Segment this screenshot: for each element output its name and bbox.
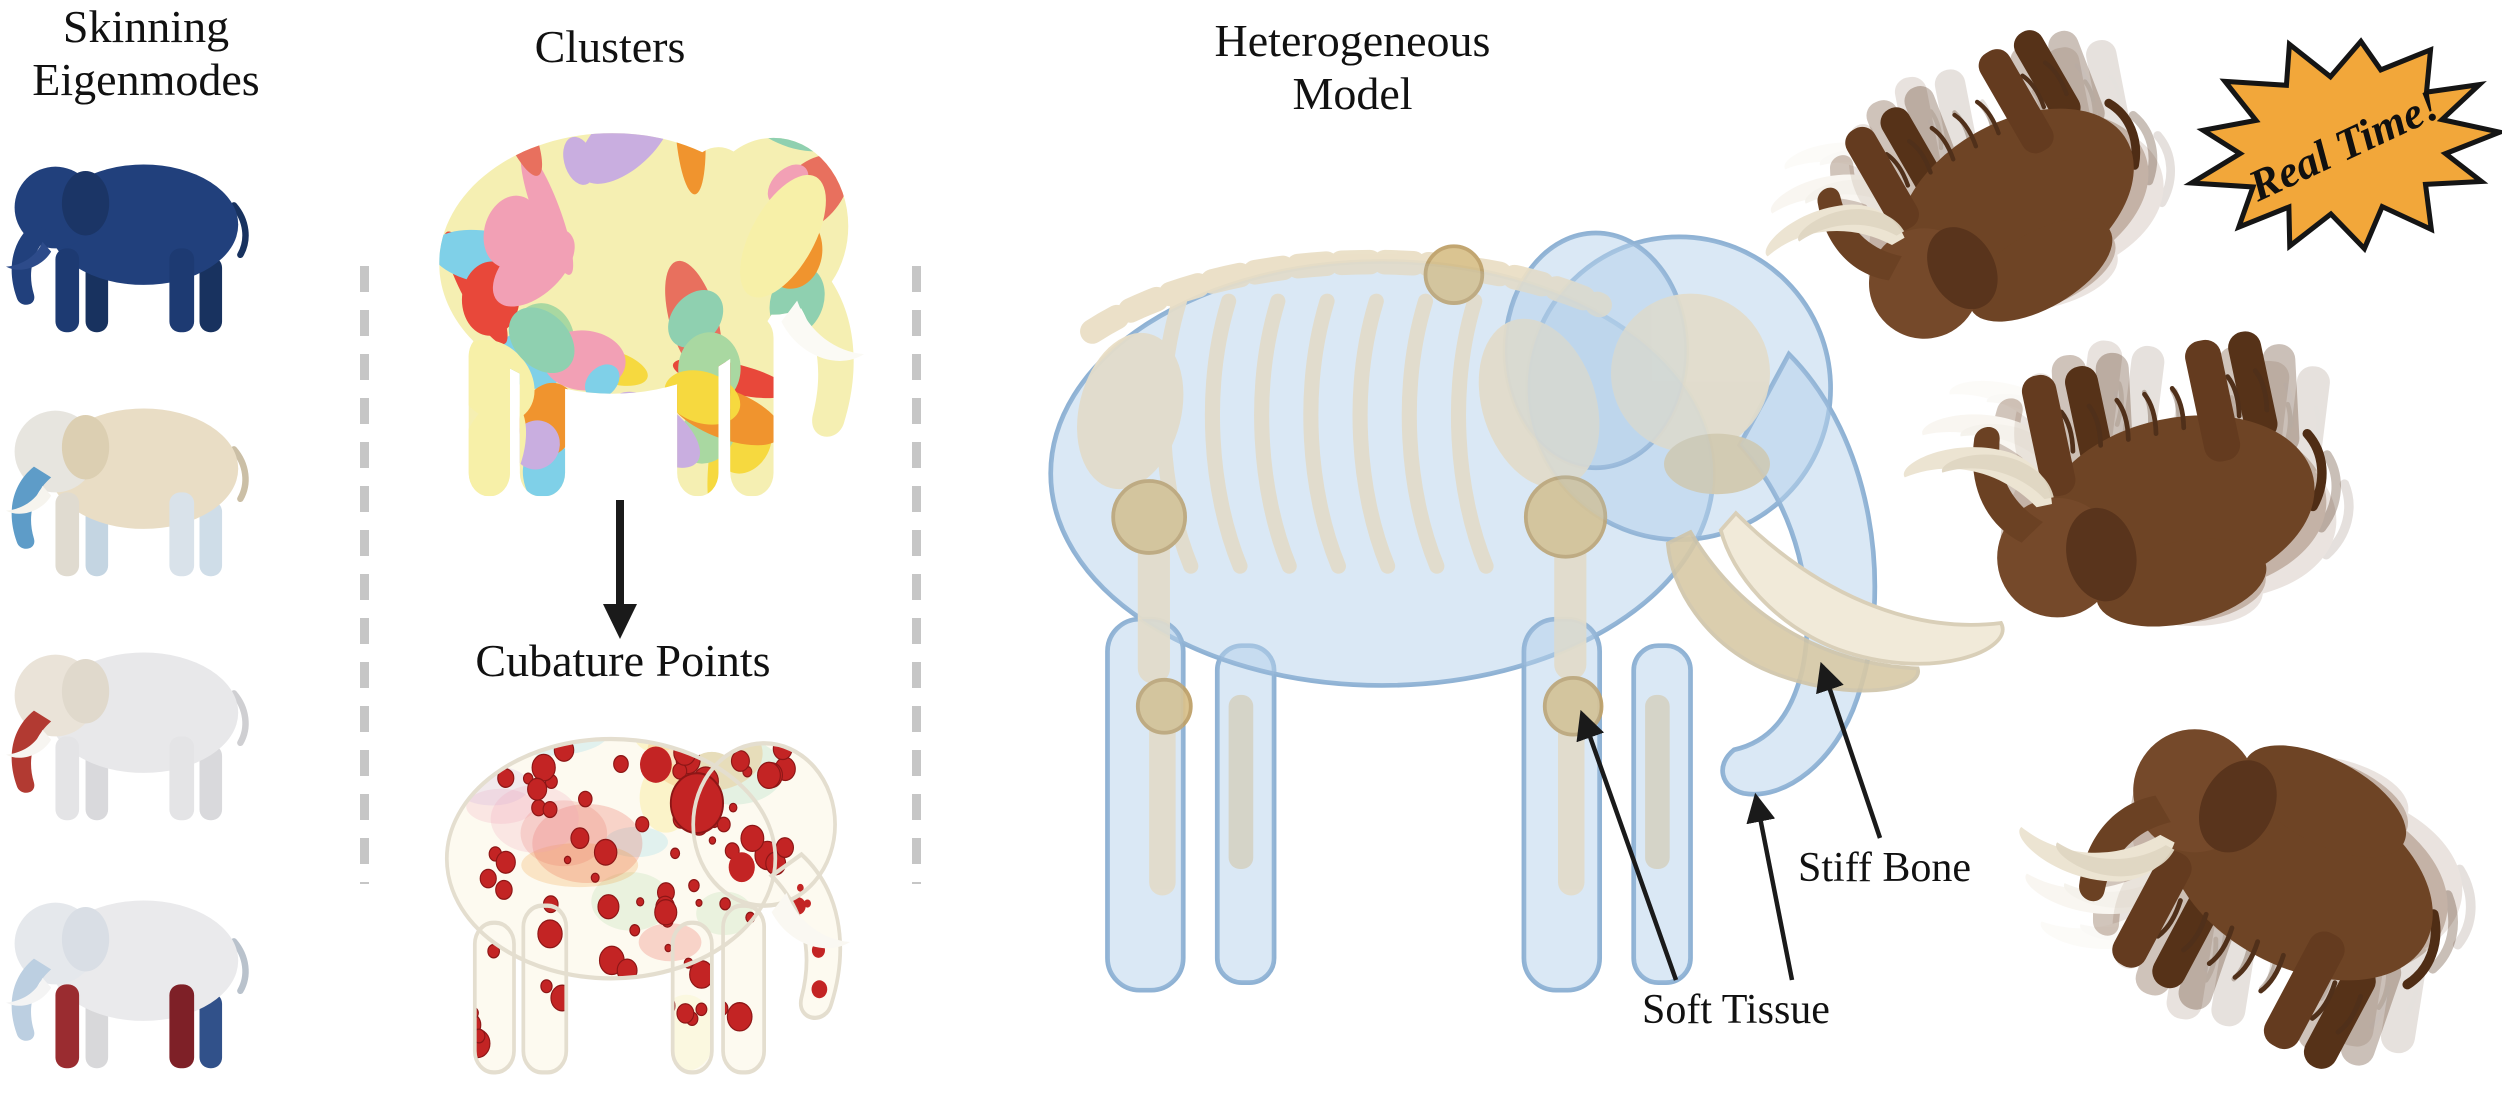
title-skinning-eigenmodes: Skinning Eigenmodes [32, 1, 260, 106]
cubature-points-render [402, 692, 850, 1098]
down-arrow-icon [598, 496, 642, 642]
mammoth-sim-top [1752, 26, 2188, 374]
eigenmode-3-render [6, 612, 264, 850]
eigenmode-4-render [6, 856, 264, 1102]
clusters-render [392, 82, 864, 524]
label-soft-tissue: Soft Tissue [1642, 987, 1830, 1033]
eigenmode-1-render [6, 124, 264, 362]
mammoth-pose [1867, 277, 2397, 698]
mammoth-pose [1932, 575, 2502, 1106]
mammoth-sim-middle [1896, 322, 2368, 652]
dashed-separator-right [912, 266, 921, 884]
dashed-separator-left [360, 266, 369, 884]
mammoth-sim-bottom [2006, 664, 2492, 1100]
label-stiff-bone: Stiff Bone [1798, 845, 1972, 891]
title-cubature-points: Cubature Points [475, 635, 771, 686]
title-heterogeneous-model: Heterogeneous Model [1214, 15, 1491, 120]
title-clusters: Clusters [534, 21, 686, 72]
heterogeneous-model-render [975, 132, 2035, 1042]
real-time-badge: Real Time! [2157, 3, 2502, 287]
mammoth-pose [1694, 0, 2246, 460]
eigenmode-2-render [6, 368, 264, 606]
